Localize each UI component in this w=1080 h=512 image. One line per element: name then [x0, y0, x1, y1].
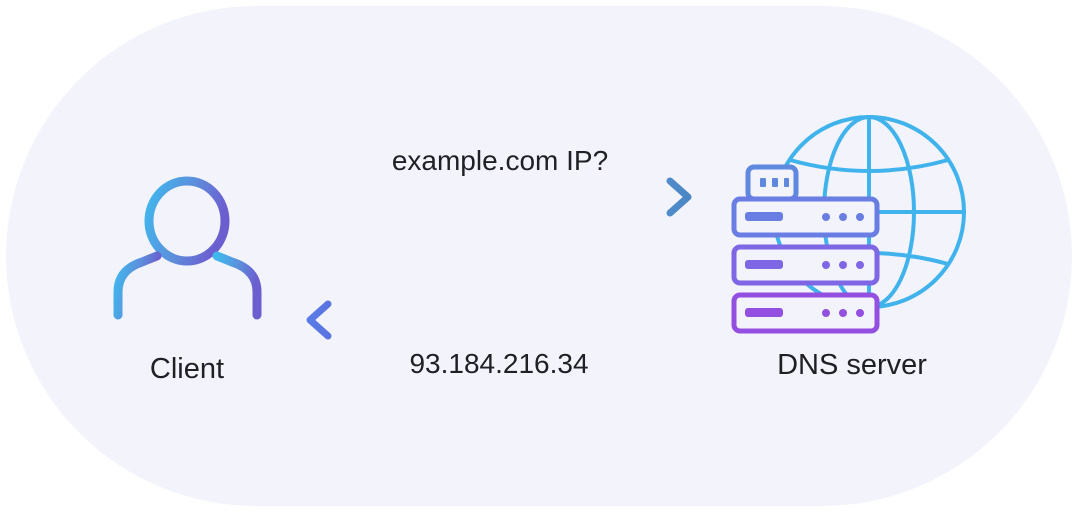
server-rack-icon: [731, 164, 880, 334]
server-globe-icon: [731, 115, 966, 334]
request-arrow: [301, 177, 692, 217]
response-label: 93.184.216.34: [409, 348, 589, 379]
client-label: Client: [149, 353, 225, 385]
response-arrow: [306, 300, 696, 340]
request-label: example.com IP?: [391, 145, 609, 176]
server-label: DNS server: [777, 349, 927, 381]
user-icon: [113, 176, 262, 320]
